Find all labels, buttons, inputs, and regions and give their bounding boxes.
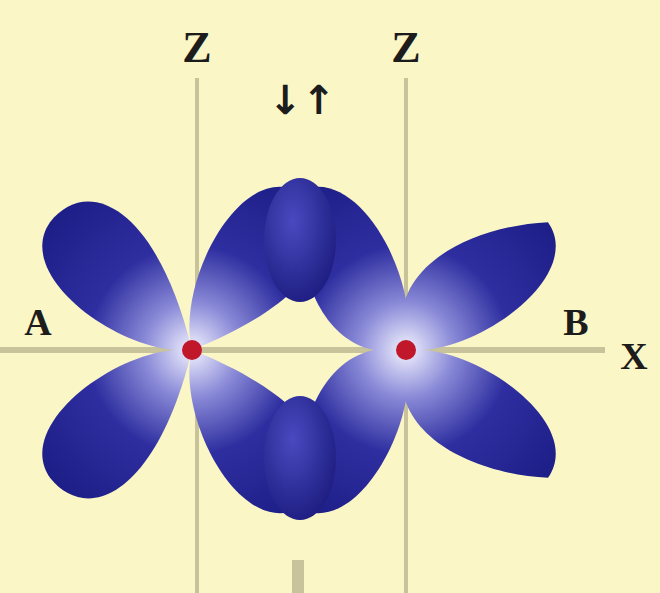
x-axis [0,347,605,353]
nucleus [182,340,202,360]
axis-label: X [618,337,649,375]
d-orbital-a [22,167,346,533]
axis-label: Z [180,26,213,70]
pi-overlap [264,396,336,520]
d-orbital-b [253,168,576,532]
pi-overlap [264,178,336,302]
spin-arrows: ↓↑ [266,80,337,120]
atom-label: A [22,303,53,341]
stub [292,560,304,593]
nucleus [396,340,416,360]
axis-label: Z [389,26,422,70]
atom-label: B [561,303,590,341]
